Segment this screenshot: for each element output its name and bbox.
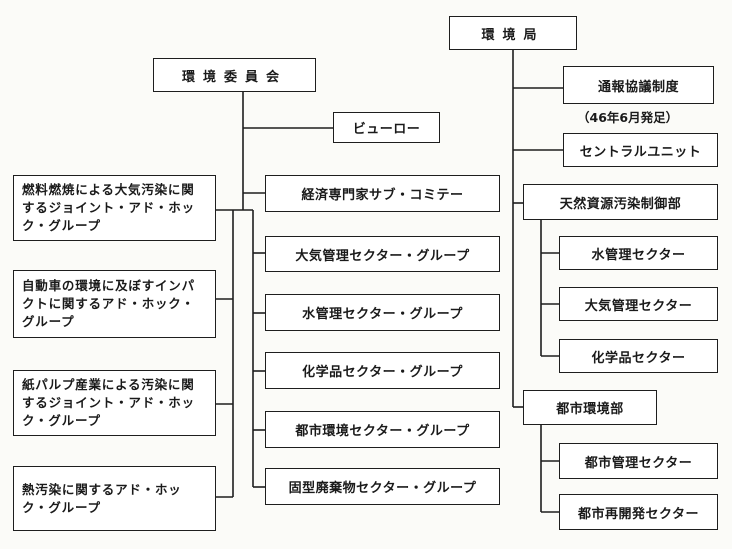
sector-group-label: 都市環境セクター・グループ: [295, 424, 470, 439]
sector-group-box: 化学品セクター・グループ: [265, 352, 500, 389]
central-unit-box: セントラルユニット: [563, 133, 718, 167]
urban-environment-division-label: 都市環境部: [556, 402, 624, 417]
sector-group-label: 固型廃棄物セクター・グループ: [288, 481, 477, 496]
adhoc-group-box: 熱汚染に関するアド・ホック・グループ: [13, 466, 216, 531]
urban-environment-division-box: 都市環境部: [523, 390, 657, 425]
sector-label: 水管理セクター: [591, 247, 686, 263]
notification-consultation-label: 通報協議制度: [597, 79, 679, 95]
sector-label: 化学品セクター: [591, 350, 686, 366]
sector-group-box: 都市環境セクター・グループ: [265, 411, 500, 448]
adhoc-group-box: 燃料燃焼による大気汚染に関するジョイント・アド・ホック・グループ: [13, 175, 216, 241]
sector-box: 大気管理セクター: [559, 287, 718, 321]
environment-committee-label: 環境委員会: [181, 69, 287, 85]
natural-resources-division-box: 天然資源汚染制御部: [523, 184, 718, 220]
sector-label: 都市管理セクター: [584, 455, 693, 471]
adhoc-group-box: 紙パルプ産業による汚染に関するジョイント・アド・ホック・グループ: [13, 370, 216, 436]
sector-box: 化学品セクター: [559, 339, 718, 373]
adhoc-group-box: 自動車の環境に及ぼすインパクトに関するアド・ホック・グループ: [13, 270, 216, 338]
environment-directorate-label: 環境局: [481, 27, 545, 43]
economic-experts-subcommittee-box: 経済専門家サブ・コミテー: [265, 175, 500, 212]
sector-box: 都市管理セクター: [559, 443, 718, 479]
sector-label: 大気管理セクター: [584, 298, 693, 314]
established-note: （46年6月発足）: [577, 110, 679, 125]
adhoc-group-label: 自動車の環境に及ぼすインパクトに関するアド・ホック・グループ: [22, 278, 195, 329]
bureau-box: ビューロー: [333, 112, 440, 143]
adhoc-group-label: 紙パルプ産業による汚染に関するジョイント・アド・ホック・グループ: [22, 377, 195, 428]
environment-directorate-box: 環境局: [449, 16, 577, 50]
bureau-label: ビューロー: [352, 122, 421, 137]
sector-box: 都市再開発セクター: [559, 494, 718, 530]
adhoc-group-label: 燃料燃焼による大気汚染に関するジョイント・アド・ホック・グループ: [22, 182, 195, 233]
sector-box: 水管理セクター: [559, 236, 718, 270]
sector-label: 都市再開発セクター: [578, 506, 699, 522]
adhoc-group-label: 熱汚染に関するアド・ホック・グループ: [22, 481, 182, 515]
sector-group-box: 水管理セクター・グループ: [265, 294, 500, 331]
sector-group-box: 固型廃棄物セクター・グループ: [265, 468, 500, 505]
sector-group-label: 大気管理セクター・グループ: [295, 248, 470, 264]
notification-consultation-box: 通報協議制度: [563, 66, 714, 104]
economic-experts-subcommittee-label: 経済専門家サブ・コミテー: [301, 188, 464, 203]
sector-group-box: 大気管理セクター・グループ: [265, 236, 500, 272]
natural-resources-division-label: 天然資源汚染制御部: [559, 196, 682, 212]
central-unit-label: セントラルユニット: [579, 144, 702, 160]
sector-group-label: 水管理セクター・グループ: [302, 307, 463, 322]
environment-committee-box: 環境委員会: [153, 58, 316, 92]
sector-group-label: 化学品セクター・グループ: [302, 365, 463, 380]
